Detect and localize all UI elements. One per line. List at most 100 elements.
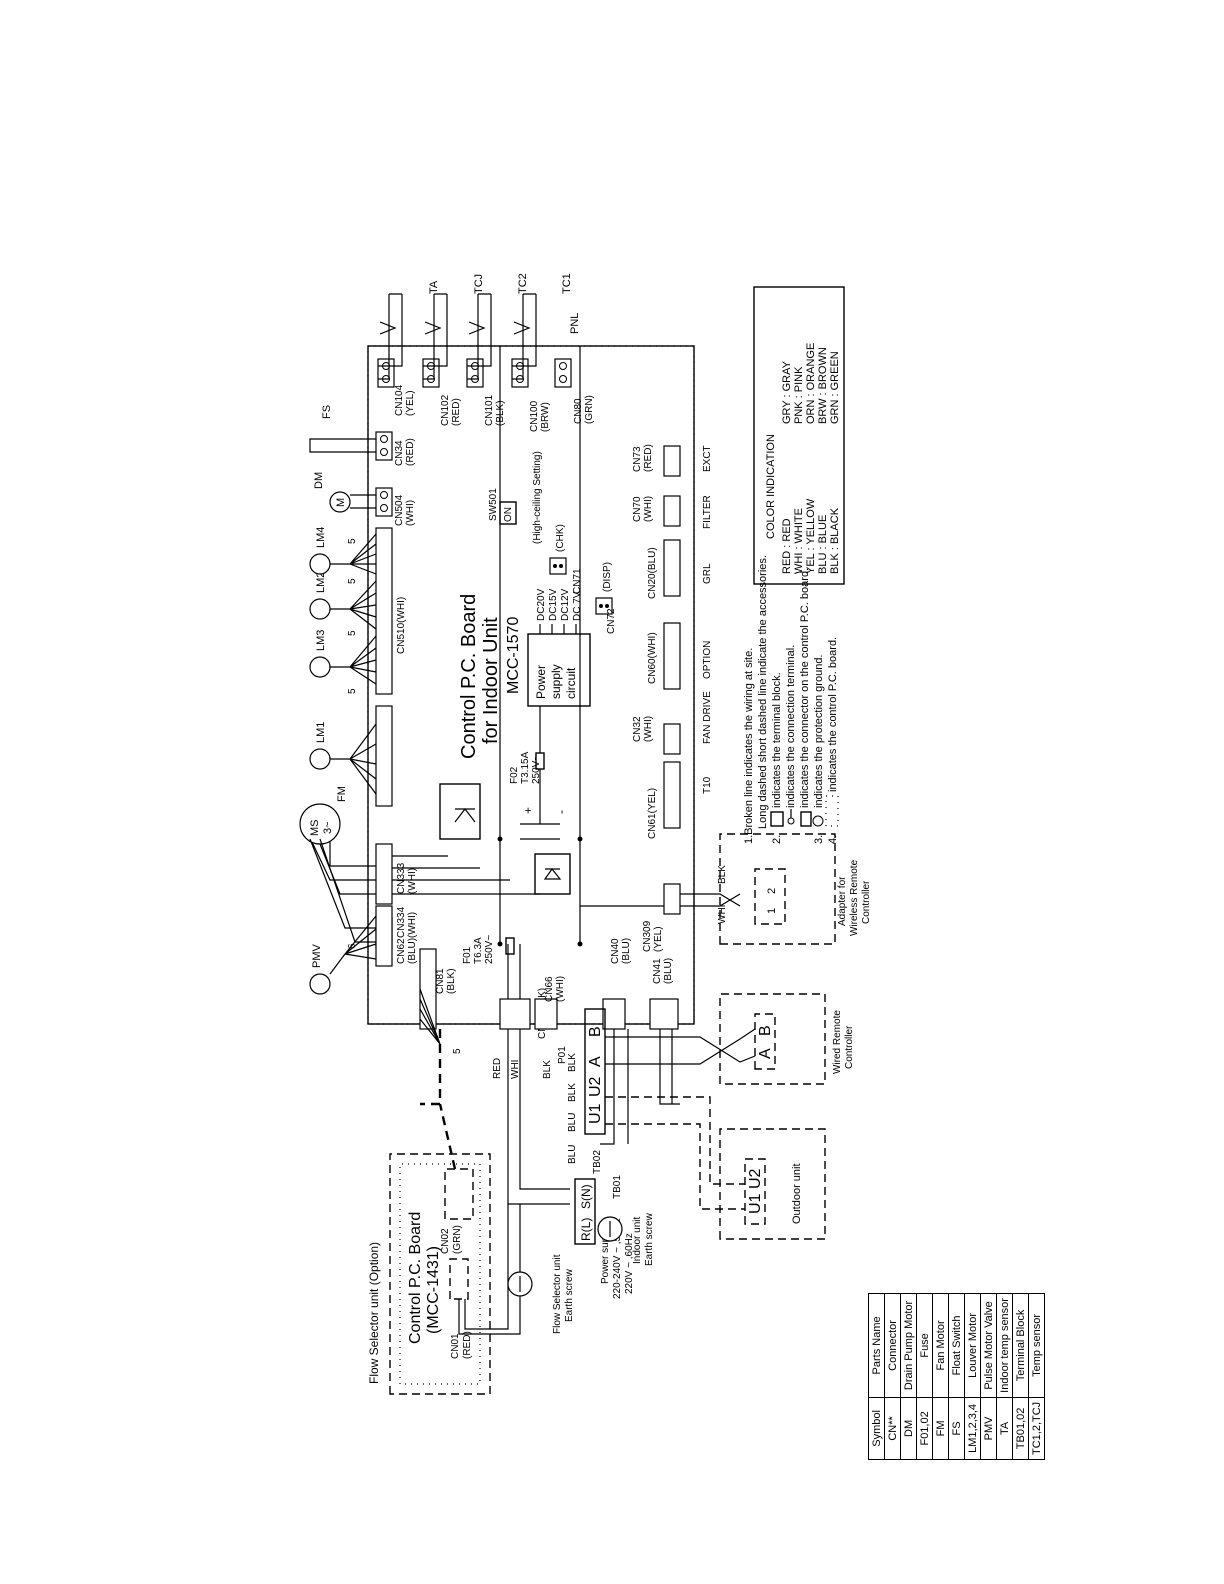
cn80-group: CN80 (GRN) PNL: [554, 313, 595, 424]
cn73-color: (RED): [643, 444, 654, 472]
header-parts-name: Parts Name: [868, 1293, 885, 1398]
wire-whi: WHI: [510, 1060, 521, 1079]
wireless-pin2: 2: [766, 888, 778, 894]
notes-block: 1.Broken line indicates the wiring at si…: [743, 555, 839, 844]
cn333-color: (WHI): [407, 868, 418, 894]
lm-wire-count-4: 5: [347, 538, 358, 544]
sw501-label: SW501: [488, 488, 499, 521]
outdoor-unit: U1 U2 Outdoor unit: [605, 1096, 826, 1240]
psc-line2: supply: [549, 664, 563, 699]
board-subtitle: for Indoor Unit: [480, 617, 502, 744]
fuse-f02: F02 T3.15A 250V~: [509, 706, 545, 824]
cn100-label: CN100: [529, 400, 540, 432]
note-4a: indicates the control P.C. board.: [827, 637, 839, 792]
dm-motor-icon: [329, 491, 351, 513]
psc-out-4: DC 7V: [572, 591, 583, 621]
cn72-label: CN72: [606, 608, 617, 634]
lm2-label: LM2: [315, 572, 327, 593]
cn71-label: CN71: [572, 568, 583, 594]
parts-name-cell: Drain Pump Motor: [900, 1293, 917, 1398]
fs-earth-line1: Flow Selector unit: [552, 1254, 563, 1334]
svg-text:+: +: [521, 807, 535, 814]
cn32-color: (WHI): [643, 716, 654, 742]
external-wiring: RED WHI BLK P01: [420, 1029, 680, 1205]
psc-out-1: DC20V: [536, 588, 547, 621]
rectifier-block: [534, 853, 571, 895]
svg-text:-: -: [554, 810, 568, 814]
fan-name: FM: [336, 786, 348, 802]
parts-name-cell: Fuse: [916, 1293, 933, 1398]
fandrive-label: FAN DRIVE: [702, 691, 713, 744]
color-left-5: BLK : BLACK: [829, 507, 841, 574]
tb01-block: R(L) S(N) TB01 Power supply 220-240V ~ ,…: [574, 1175, 635, 1299]
cn81-wires: 5: [452, 1048, 463, 1054]
cn73-connector: [663, 445, 681, 477]
wireless-line3: Controller: [861, 880, 872, 924]
psc-out-2: DC15V: [548, 588, 559, 621]
sensor-tcj-name: TCJ: [473, 274, 485, 294]
parts-name-cell: Connector: [884, 1293, 901, 1398]
pmv-group: CN62 (BLU) PMV 6: [309, 905, 418, 995]
cn104-color: (YEL): [405, 390, 416, 416]
cn81-group: CN81 (BLK) 5: [419, 948, 463, 1054]
louver-motors: LM1 LM3 LM2 LM4 5 5 5 5: [309, 527, 358, 770]
sw501-group: SW501 ON (High-ceiling Setting): [488, 451, 543, 544]
flow-selector-model: (MCC-1431): [425, 1246, 442, 1334]
color-left-4: BLU : BLUE: [817, 515, 829, 574]
bottom-connectors: CN61(YEL) T10 CN32 (WHI) FAN DRIVE CN60(…: [632, 444, 713, 839]
fan-ms: MS: [309, 820, 321, 837]
dm-motor-m: M: [335, 498, 347, 507]
wired-remote: A B Wired Remote Controller: [605, 993, 855, 1085]
color-right-5: GRN : GREEN: [829, 351, 841, 424]
cn81-color: (BLK): [446, 968, 457, 994]
wired-b: B: [757, 1025, 774, 1036]
cn66-group: CN66 (WHI): [534, 976, 566, 1030]
tb02-wire-2: BLU: [567, 1113, 578, 1132]
flow-selector-title: Flow Selector unit (Option): [367, 1242, 381, 1384]
cn504-color: (WHI): [405, 500, 416, 526]
note-3: 3.: [813, 835, 825, 844]
pmv-wires: 6: [347, 943, 358, 949]
cn71-group: CN71 (CHK): [549, 524, 583, 594]
power-supply-v1: 220-240V ~ ,50Hz: [612, 1218, 623, 1299]
outdoor-u2: U2: [747, 1168, 764, 1189]
lm4-label: LM4: [315, 527, 327, 548]
tb02-wire-4: BLK: [567, 1053, 578, 1072]
cn61-connector: [663, 761, 681, 829]
parts-name-cell: Fan Motor: [932, 1293, 949, 1398]
lm2-motor-icon: [309, 598, 331, 620]
cn333-label: CN333: [396, 862, 407, 894]
outdoor-label: Outdoor unit: [791, 1163, 803, 1224]
fan-driver-block: [439, 783, 481, 840]
fan-motor-group: CN333 (WHI) MS 3~ FM: [299, 783, 540, 905]
wireless-line2: Wireless Remote: [849, 859, 860, 936]
power-supply-v2: 220V ~ ,60Hz: [624, 1233, 635, 1294]
tb02-wire-3: BLK: [567, 1083, 578, 1102]
cn73-label: CN73: [632, 446, 643, 472]
symbol-cell: TA: [996, 1397, 1013, 1460]
wire-blk: BLK: [542, 1060, 553, 1079]
symbol-cell: LM1,2,3,4: [964, 1397, 981, 1460]
tb02-u1: U1: [587, 1103, 604, 1124]
note-3a: indicates the protection ground.: [813, 655, 825, 809]
wireless-adapter: 1 2 WHI BLK Adapter for Wireless Remote …: [680, 833, 872, 945]
parts-name-cell: Terminal Block: [1012, 1293, 1029, 1398]
color-right-2: PNK : PINK: [793, 366, 805, 424]
cn20-label: CN20(BLU): [647, 547, 658, 599]
parts-name-cell: Louver Motor: [964, 1293, 981, 1398]
psc-line1: Power: [534, 665, 548, 699]
lm4-motor-icon: [309, 553, 331, 575]
tb02-block: U1 U2 A B TB02 BLU BLU BLK BLK: [567, 1008, 606, 1174]
table-row: CN**Connector: [884, 1293, 901, 1460]
sensor-ta: CN104 (YEL) TA: [377, 280, 440, 416]
sensor-ta-name: TA: [428, 280, 440, 294]
